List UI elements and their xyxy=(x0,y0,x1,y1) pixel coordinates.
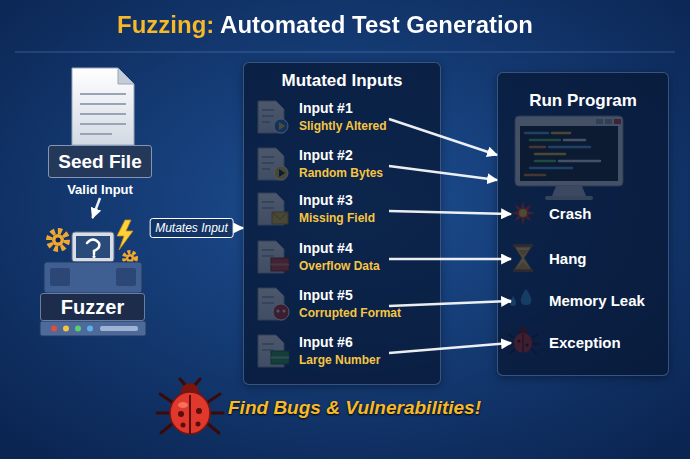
bug-illustration xyxy=(210,412,223,415)
bug-illustration xyxy=(181,423,186,428)
seed-file-box: Seed FileValid Input xyxy=(45,62,155,198)
bug-illustration xyxy=(157,379,223,433)
node-subtitle: Slightly Altered xyxy=(299,119,387,133)
bug-illustration xyxy=(196,422,201,427)
seed-document-icon xyxy=(80,113,126,115)
fuzzer-machine xyxy=(72,232,114,262)
fuzzer-machine xyxy=(44,262,142,293)
title-rule xyxy=(15,52,675,53)
node-title: Run Program xyxy=(498,91,668,111)
node-title: Input #6 xyxy=(299,334,353,350)
run-program-panel: Run ProgramCrashHangMemory LeakException xyxy=(497,72,669,376)
bug-illustration xyxy=(189,395,191,434)
fuzzer-machine xyxy=(56,238,61,243)
node-subtitle: Random Bytes xyxy=(299,166,383,180)
fuzzer-machine xyxy=(52,234,64,246)
node-subtitle: Valid Input xyxy=(45,182,155,197)
seed-document-icon xyxy=(80,93,126,95)
node-title: Input #3 xyxy=(299,192,353,208)
bug-illustration xyxy=(208,394,220,402)
bug-illustration xyxy=(157,412,170,415)
outcome-item: Hang xyxy=(511,243,656,275)
input-box: Input #5Corrupted Format xyxy=(253,285,389,327)
node-title: Input #1 xyxy=(299,100,353,116)
fuzzer-machine xyxy=(49,231,67,249)
fuzzer-machine xyxy=(75,326,81,332)
bug-illustration xyxy=(178,411,184,417)
fuzzer-machine xyxy=(51,326,57,332)
outcome-item: Crash xyxy=(511,198,656,230)
bug-illustration xyxy=(196,408,202,414)
seed-document-icon xyxy=(118,68,134,84)
fuzzer-machine xyxy=(87,240,99,255)
fuzzer-machine xyxy=(40,220,146,336)
diagram-title: Fuzzing: Automated Test Generation xyxy=(117,10,533,40)
bug-illustration xyxy=(208,424,219,433)
bug-illustration xyxy=(157,379,223,434)
fuzzer-machine xyxy=(40,321,146,336)
fuzzer-machine xyxy=(63,326,69,332)
seed-document-icon xyxy=(72,68,134,145)
node-subtitle: Overflow Data xyxy=(299,259,380,273)
input-box: Input #4 Overflow Data xyxy=(253,238,389,280)
fuzzer-machine xyxy=(117,220,133,250)
fuzzer-machine xyxy=(116,268,136,286)
outcome-item: Memory Leak xyxy=(511,285,656,317)
seed-document-icon xyxy=(80,103,126,105)
input-box: Input #2 Random Bytes xyxy=(253,145,389,187)
bug-illustration xyxy=(170,392,210,434)
seed-document-icon xyxy=(72,68,134,145)
bug-illustration xyxy=(160,394,172,402)
seed-document-icon xyxy=(80,94,126,134)
input-box: Input #3 Missing Field xyxy=(253,190,389,232)
inputs-panel: Mutated InputsInput #1Slightly AlteredIn… xyxy=(243,62,441,385)
edge-label: Mutates Input xyxy=(149,218,234,238)
slogan-label: Find Bugs & Vulnerabilities! xyxy=(228,397,481,419)
node-subtitle: Missing Field xyxy=(299,211,375,225)
fuzzer-machine xyxy=(100,326,138,331)
fuzzer-machine xyxy=(126,254,134,262)
seed-document-icon xyxy=(80,123,126,125)
node-title: Input #2 xyxy=(299,147,353,163)
node-title: Input #5 xyxy=(299,287,353,303)
node-subtitle: Corrupted Format xyxy=(299,306,401,320)
fuzzer-machine xyxy=(87,326,93,332)
input-box: Input #1 Slightly Altered xyxy=(253,98,389,140)
node-title: Fuzzer xyxy=(40,293,145,321)
node-subtitle: Large Number xyxy=(299,353,380,367)
node-title: Seed File xyxy=(48,145,152,178)
fuzzer-machine xyxy=(128,256,131,259)
title-bar: Fuzzing: Automated Test Generation xyxy=(0,10,650,40)
seed-document-icon xyxy=(80,133,112,135)
bug-illustration xyxy=(178,402,188,408)
node-title: Exception xyxy=(549,334,621,351)
flow-arrow xyxy=(93,198,101,218)
node-title: Crash xyxy=(549,205,592,222)
fuzzer-machine xyxy=(50,268,70,286)
fuzzer-machine xyxy=(76,236,110,258)
bug-illustration xyxy=(161,424,172,433)
fuzzer-box: Fuzzer xyxy=(35,218,150,336)
node-title: Mutated Inputs xyxy=(244,71,440,91)
fuzzer-machine xyxy=(92,255,95,258)
node-title: Hang xyxy=(549,250,587,267)
node-title: Input #4 xyxy=(299,240,353,256)
node-title: Memory Leak xyxy=(549,292,645,309)
input-box: Input #6 Large Number xyxy=(253,332,389,374)
outcome-item: Exception xyxy=(511,327,656,359)
